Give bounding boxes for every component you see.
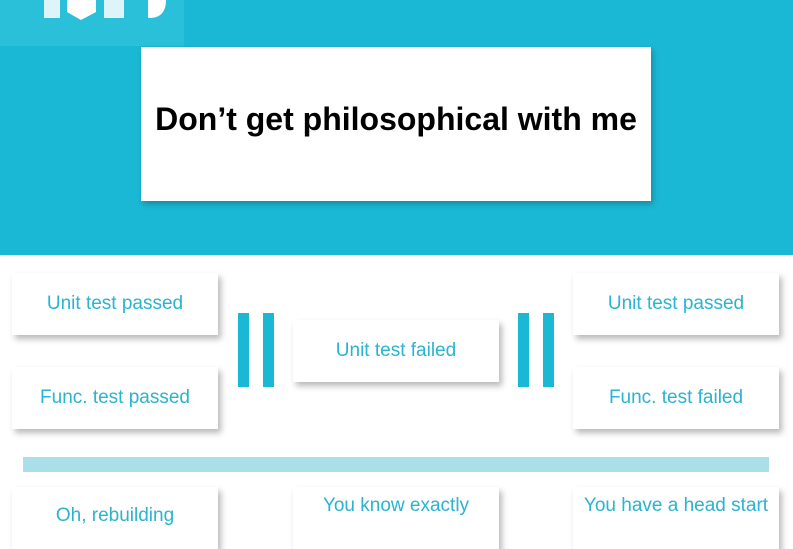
center-bottom-label: You know exactly: [322, 495, 470, 516]
right-bottom-label: You have a head start: [583, 495, 769, 516]
left-unit-test-label: Unit test passed: [46, 293, 184, 314]
left-func-test-label: Func. test passed: [40, 387, 190, 408]
logo: [0, 0, 184, 46]
equals-bar-right: [543, 313, 554, 387]
right-unit-test-card: Unit test passed: [573, 273, 779, 335]
equals-sign-icon: [518, 313, 554, 387]
right-unit-test-label: Unit test passed: [607, 293, 745, 314]
logo-mark-icon: [44, 0, 166, 20]
equals-sign-icon: [238, 313, 274, 387]
center-unit-test-label: Unit test failed: [335, 340, 457, 361]
title-card: Don’t get philosophical with me: [141, 47, 651, 201]
slide-title: Don’t get philosophical with me: [155, 100, 637, 137]
left-bottom-card: Oh, rebuilding: [12, 487, 218, 549]
right-func-test-label: Func. test failed: [608, 387, 744, 408]
equals-bar-left: [518, 313, 529, 387]
hero-banner: Don’t get philosophical with me: [0, 0, 793, 255]
left-unit-test-card: Unit test passed: [12, 273, 218, 335]
left-bottom-label: Oh, rebuilding: [55, 505, 175, 526]
left-func-test-card: Func. test passed: [12, 367, 218, 429]
equals-bar-right: [263, 313, 274, 387]
right-func-test-card: Func. test failed: [573, 367, 779, 429]
center-unit-test-card: Unit test failed: [293, 320, 499, 382]
equals-bar-left: [238, 313, 249, 387]
section-divider: [23, 457, 769, 472]
right-bottom-card: You have a head start: [573, 487, 779, 549]
center-bottom-card: You know exactly: [293, 487, 499, 549]
